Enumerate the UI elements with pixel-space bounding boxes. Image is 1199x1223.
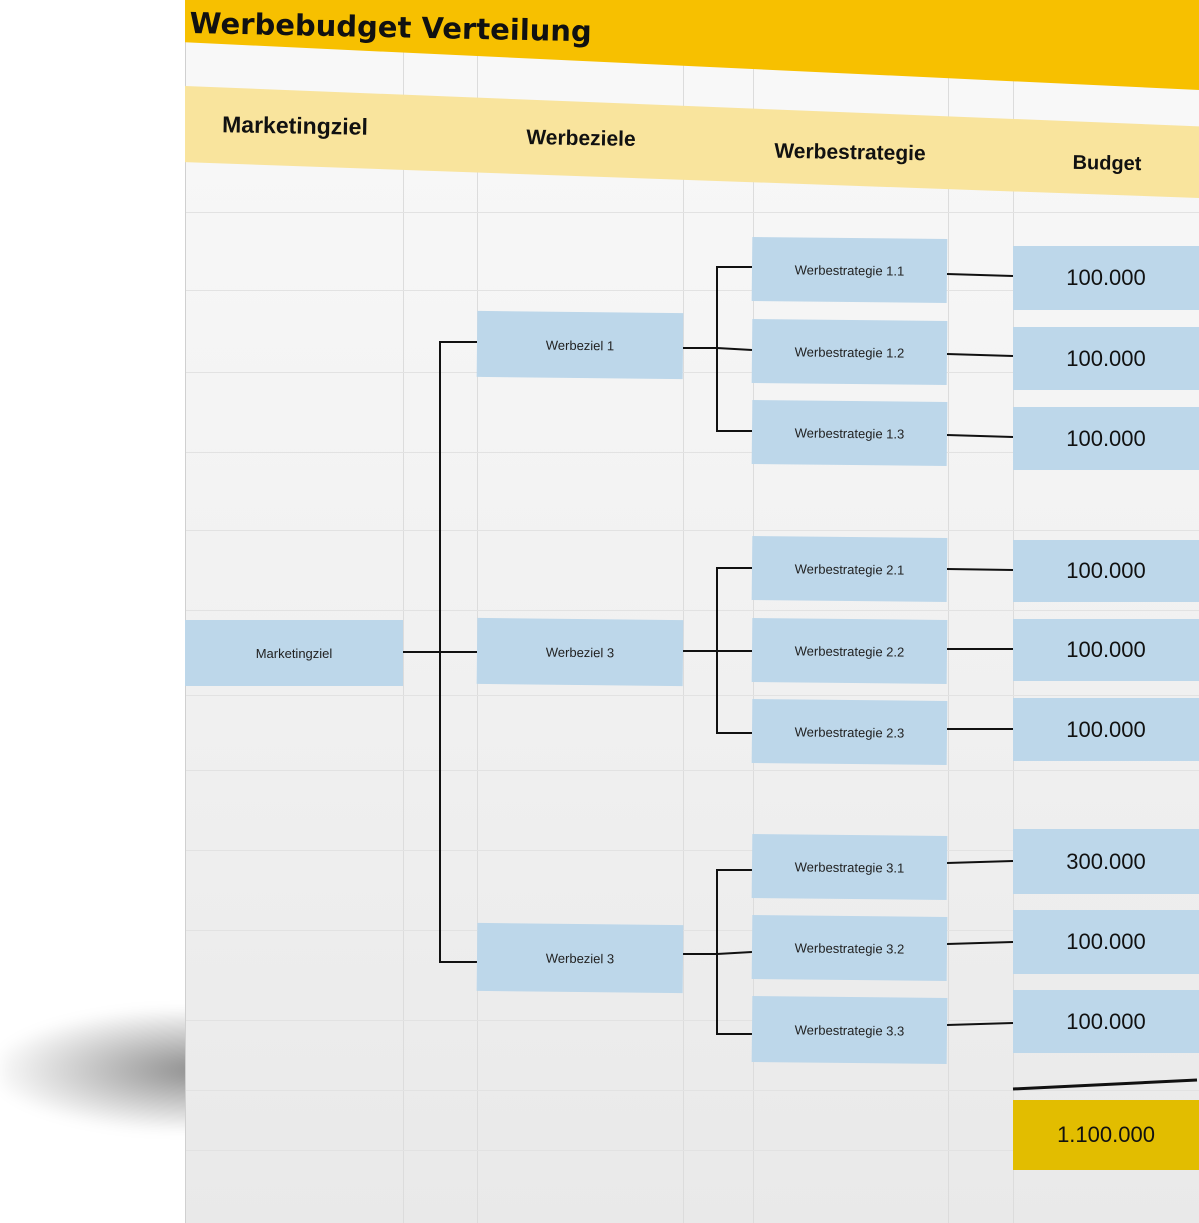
budget-cell: 100.000 <box>1013 407 1199 470</box>
grid-row-line <box>186 770 1199 771</box>
werbestrategie-box: Werbestrategie 1.2 <box>751 318 948 386</box>
connector-line <box>946 273 1014 277</box>
budget-cell: 300.000 <box>1013 829 1199 894</box>
grid-row-line <box>186 1150 1199 1151</box>
connector-line <box>946 434 1014 438</box>
connector-line <box>716 951 753 955</box>
connector-line <box>946 1022 1014 1026</box>
connector-line <box>946 353 1014 357</box>
budget-cell: 100.000 <box>1013 246 1199 310</box>
werbestrategie-box: Werbestrategie 3.1 <box>751 833 948 901</box>
connector-line <box>946 860 1014 864</box>
grid-column-line <box>403 0 404 1223</box>
connector-line <box>439 341 477 963</box>
marketingziel-box: Marketingziel <box>185 620 403 686</box>
werbestrategie-box: Werbestrategie 2.2 <box>751 617 948 685</box>
grid-column-line <box>948 0 949 1223</box>
total-separator-line <box>1012 1078 1198 1091</box>
page-shadow <box>0 1010 200 1130</box>
grid-column-line <box>753 0 754 1223</box>
grid-row-line <box>186 1020 1199 1021</box>
grid-row-line <box>186 212 1199 213</box>
grid-row-line <box>186 930 1199 931</box>
werbestrategie-box: Werbestrategie 1.3 <box>751 399 948 467</box>
total-budget-cell: 1.100.000 <box>1013 1100 1199 1170</box>
budget-cell: 100.000 <box>1013 619 1199 681</box>
grid-row-line <box>186 1090 1199 1091</box>
connector-line <box>946 941 1014 945</box>
werbestrategie-box: Werbestrategie 2.3 <box>751 698 948 766</box>
werbeziel-box: Werbeziel 3 <box>476 617 684 687</box>
grid-row-line <box>186 850 1199 851</box>
connector-line <box>716 869 752 1035</box>
werbestrategie-box: Werbestrategie 3.2 <box>751 914 948 982</box>
grid-column-line <box>1013 0 1014 1223</box>
grid-row-line <box>186 452 1199 453</box>
werbestrategie-box: Werbestrategie 1.1 <box>751 236 948 304</box>
werbestrategie-box: Werbestrategie 2.1 <box>751 535 948 603</box>
grid-row-line <box>186 530 1199 531</box>
connector-line <box>716 347 753 351</box>
budget-cell: 100.000 <box>1013 910 1199 974</box>
grid-column-line <box>683 0 684 1223</box>
budget-cell: 100.000 <box>1013 698 1199 761</box>
budget-cell: 100.000 <box>1013 327 1199 390</box>
connector-line <box>946 568 1014 571</box>
budget-cell: 100.000 <box>1013 540 1199 602</box>
werbeziel-box: Werbeziel 1 <box>476 310 684 380</box>
werbeziel-box: Werbeziel 3 <box>476 922 684 994</box>
grid-column-line <box>477 0 478 1223</box>
grid-row-line <box>186 372 1199 373</box>
grid-row-line <box>186 695 1199 696</box>
budget-cell: 100.000 <box>1013 990 1199 1053</box>
grid-row-line <box>186 610 1199 611</box>
grid-row-line <box>186 290 1199 291</box>
werbestrategie-box: Werbestrategie 3.3 <box>751 995 948 1065</box>
